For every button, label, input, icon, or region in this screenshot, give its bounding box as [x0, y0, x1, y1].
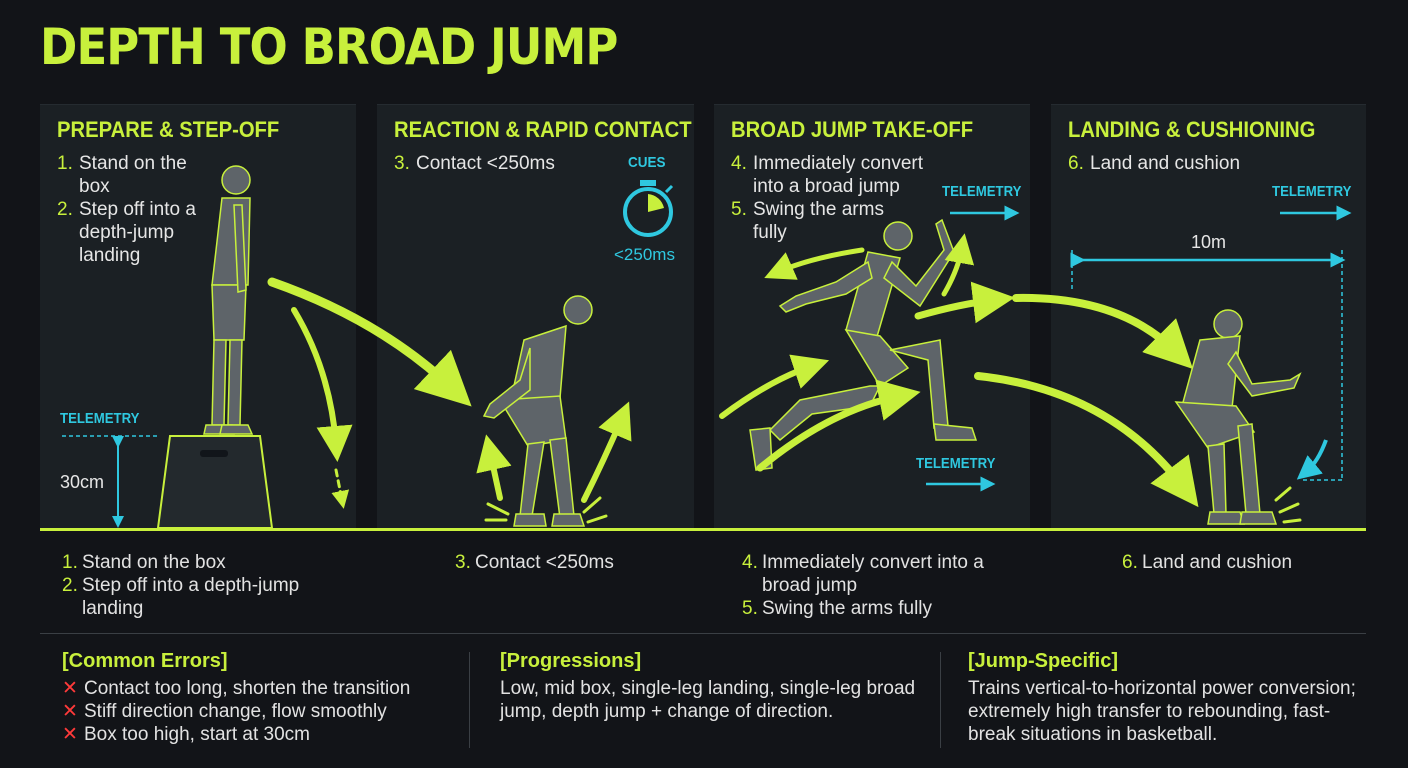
step-item: 2.Step off into a depth-jump landing: [57, 199, 196, 266]
panel-heading: BROAD JUMP TAKE-OFF: [731, 117, 974, 142]
section-text: Low, mid box, single-leg landing, single…: [500, 678, 916, 722]
section-text: Trains vertical-to-horizontal power conv…: [968, 678, 1356, 745]
bottom-steps-col-4: 6.Land and cushion: [1122, 551, 1342, 574]
common-errors-section: [Common Errors] ✕Contact too long, short…: [62, 650, 452, 746]
distance-label: 10m: [1191, 232, 1227, 252]
x-icon: ✕: [62, 678, 78, 699]
panel-landing: LANDING & CUSHIONING 6.Land and cushion: [1051, 104, 1366, 528]
panel-prepare: PREPARE & STEP-OFF 1.Stand on the box 2.…: [40, 104, 356, 528]
step-item: 4.Immediately convert into a broad jump: [731, 153, 924, 197]
step-item: 3.Contact <250ms: [394, 153, 555, 174]
page-title: DEPTH TO BROAD JUMP: [40, 18, 618, 76]
step-item: 6.Land and cushion: [1068, 153, 1241, 174]
contact-time-label: <250ms: [614, 245, 675, 264]
list-item: 1.Stand on the box: [62, 552, 226, 573]
telemetry-label: TELEMETRY: [60, 410, 140, 427]
ground-line: [40, 528, 1366, 531]
cues-label: CUES: [628, 154, 666, 171]
jump-specific-section: [Jump-Specific] Trains vertical-to-horiz…: [968, 650, 1368, 746]
step-item: 1.Stand on the box: [57, 153, 187, 197]
list-item: 4.Immediately convert into a broad jump: [742, 552, 984, 596]
bottom-steps-col-3: 4.Immediately convert into a broad jump …: [742, 551, 1012, 620]
telemetry-label: TELEMETRY: [1272, 183, 1352, 200]
section-heading: [Progressions]: [500, 650, 642, 672]
list-item: 6.Land and cushion: [1122, 552, 1293, 573]
list-item: 5.Swing the arms fully: [742, 598, 933, 619]
panel-heading: LANDING & CUSHIONING: [1068, 117, 1316, 142]
section-heading: [Jump-Specific]: [968, 650, 1119, 672]
bottom-steps-col-2: 3.Contact <250ms: [455, 551, 675, 574]
error-item: ✕Stiff direction change, flow smoothly: [62, 701, 387, 722]
x-icon: ✕: [62, 701, 78, 722]
column-divider: [940, 652, 941, 748]
error-item: ✕Contact too long, shorten the transitio…: [62, 678, 411, 699]
list-item: 3.Contact <250ms: [455, 552, 614, 573]
bottom-steps-col-1: 1.Stand on the box 2.Step off into a dep…: [62, 551, 342, 620]
telemetry-label: TELEMETRY: [942, 183, 1022, 200]
section-divider: [40, 633, 1366, 634]
list-item: 2.Step off into a depth-jump landing: [62, 575, 300, 619]
box-height-label: 30cm: [60, 472, 105, 492]
section-heading: [Common Errors]: [62, 650, 228, 672]
x-icon: ✕: [62, 724, 78, 745]
panel-heading: PREPARE & STEP-OFF: [57, 117, 280, 142]
step-item: 5.Swing the arms fully: [731, 199, 884, 243]
panel-heading: REACTION & RAPID CONTACT: [394, 117, 692, 142]
column-divider: [469, 652, 470, 748]
progressions-section: [Progressions] Low, mid box, single-leg …: [500, 650, 920, 723]
error-item: ✕Box too high, start at 30cm: [62, 724, 311, 745]
telemetry-label: TELEMETRY: [916, 455, 996, 472]
